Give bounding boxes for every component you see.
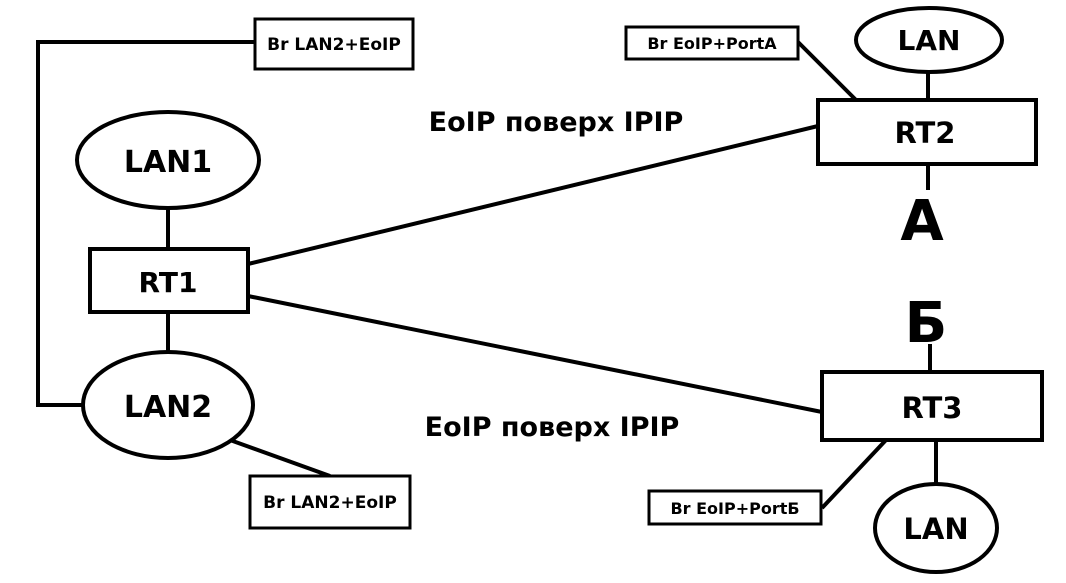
rt3-node (820, 370, 1044, 442)
marker-b: Б (905, 291, 948, 356)
lan2-label: LAN2 (124, 390, 212, 425)
note-rt3-label: Br EoIP+PortБ (670, 499, 799, 518)
note-top-left-label: Br LAN2+EoIP (267, 35, 401, 55)
rt2-label: RT2 (895, 116, 956, 150)
note-rt2 (624, 25, 800, 61)
lan1-node (75, 110, 261, 210)
link-lan2-to-top-note (36, 40, 256, 407)
rt2-lan-node (854, 6, 1004, 74)
note-rt3 (647, 489, 823, 526)
rt1-node (88, 247, 250, 314)
rt2-lan-label: LAN (898, 24, 961, 57)
link-rt1-rt3-label: EoIP поверх IPIP (425, 412, 680, 443)
link-rt1-rt3 (247, 294, 823, 414)
link-rt1-rt2 (247, 124, 819, 266)
link-lan2-bottom-note (229, 438, 331, 478)
link-rt3-note (820, 438, 888, 510)
note-bottom-left-label: Br LAN2+EoIP (263, 493, 397, 513)
rt3-label: RT3 (902, 391, 963, 425)
rt2-node (816, 98, 1038, 166)
rt1-label: RT1 (139, 266, 198, 299)
marker-a: A (900, 189, 944, 254)
lan1-label: LAN1 (124, 145, 212, 180)
rt3-lan-node (873, 482, 999, 574)
lan2-node (81, 350, 255, 460)
note-rt2-label: Br EoIP+PortA (647, 34, 777, 53)
link-rt2-note (796, 40, 858, 102)
link-rt1-rt2-label: EoIP поверх IPIP (429, 107, 684, 138)
note-bottom-left (248, 474, 412, 530)
note-top-left (253, 17, 415, 71)
rt3-lan-label: LAN (903, 512, 968, 546)
